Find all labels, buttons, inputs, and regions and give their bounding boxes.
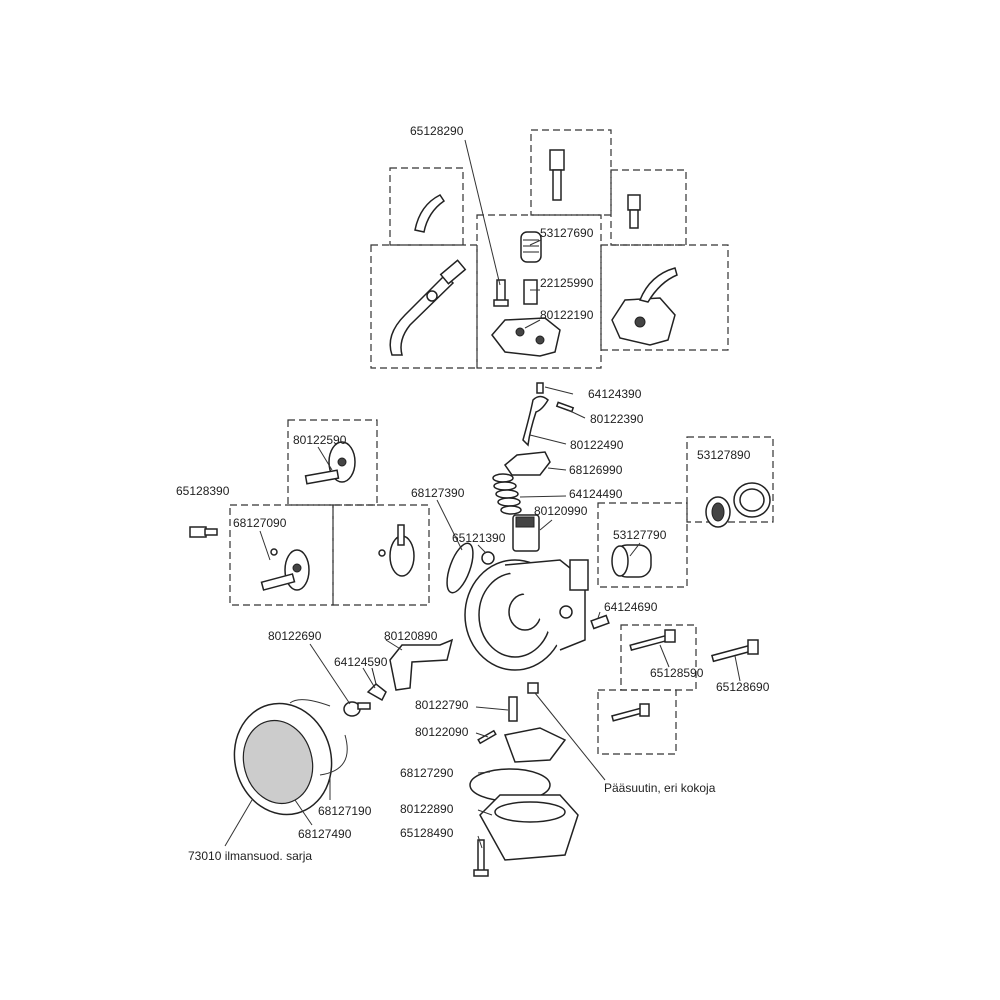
part-label-80122190: 80122190: [540, 308, 594, 322]
part-label-53127690: 53127690: [540, 226, 594, 240]
part-label-22125990: 22125990: [540, 276, 594, 290]
part-label-80122590: 80122590: [293, 433, 347, 447]
part-label-65128690: 65128690: [716, 680, 770, 694]
part-label-65121390: 65121390: [452, 531, 506, 545]
part-label-65128590: 65128590: [650, 666, 704, 680]
part-label-80122790: 80122790: [415, 698, 469, 712]
parts: [189, 149, 771, 877]
part-label-64124390: 64124390: [588, 387, 642, 401]
part-label-68127490: 68127490: [298, 827, 352, 841]
part-label-65128390: 65128390: [176, 484, 230, 498]
part-label-53127790: 53127790: [613, 528, 667, 542]
part-label-64124690: 64124690: [604, 600, 658, 614]
part-label-68127090: 68127090: [233, 516, 287, 530]
part-label-65128290: 65128290: [410, 124, 464, 138]
variant-boxes: [229, 129, 774, 755]
part-label-main-jet: Pääsuutin, eri kokoja: [604, 781, 716, 795]
part-label-68127290: 68127290: [400, 766, 454, 780]
part-label-53127890: 53127890: [697, 448, 751, 462]
part-label-80122090: 80122090: [415, 725, 469, 739]
part-label-80120990: 80120990: [534, 504, 588, 518]
part-label-68126990: 68126990: [569, 463, 623, 477]
part-label-80122390: 80122390: [590, 412, 644, 426]
part-label-64124590: 64124590: [334, 655, 388, 669]
part-label-80122890: 80122890: [400, 802, 454, 816]
part-label-64124490: 64124490: [569, 487, 623, 501]
part-label-68127390: 68127390: [411, 486, 465, 500]
part-label-80122690: 80122690: [268, 629, 322, 643]
leader-lines: [224, 139, 741, 849]
part-label-68127190: 68127190: [318, 804, 372, 818]
part-label-65128490: 65128490: [400, 826, 454, 840]
part-label-80120890: 80120890: [384, 629, 438, 643]
part-label-air-filter-kit: 73010 ilmansuod. sarja: [188, 849, 313, 863]
part-label-80122490: 80122490: [570, 438, 624, 452]
